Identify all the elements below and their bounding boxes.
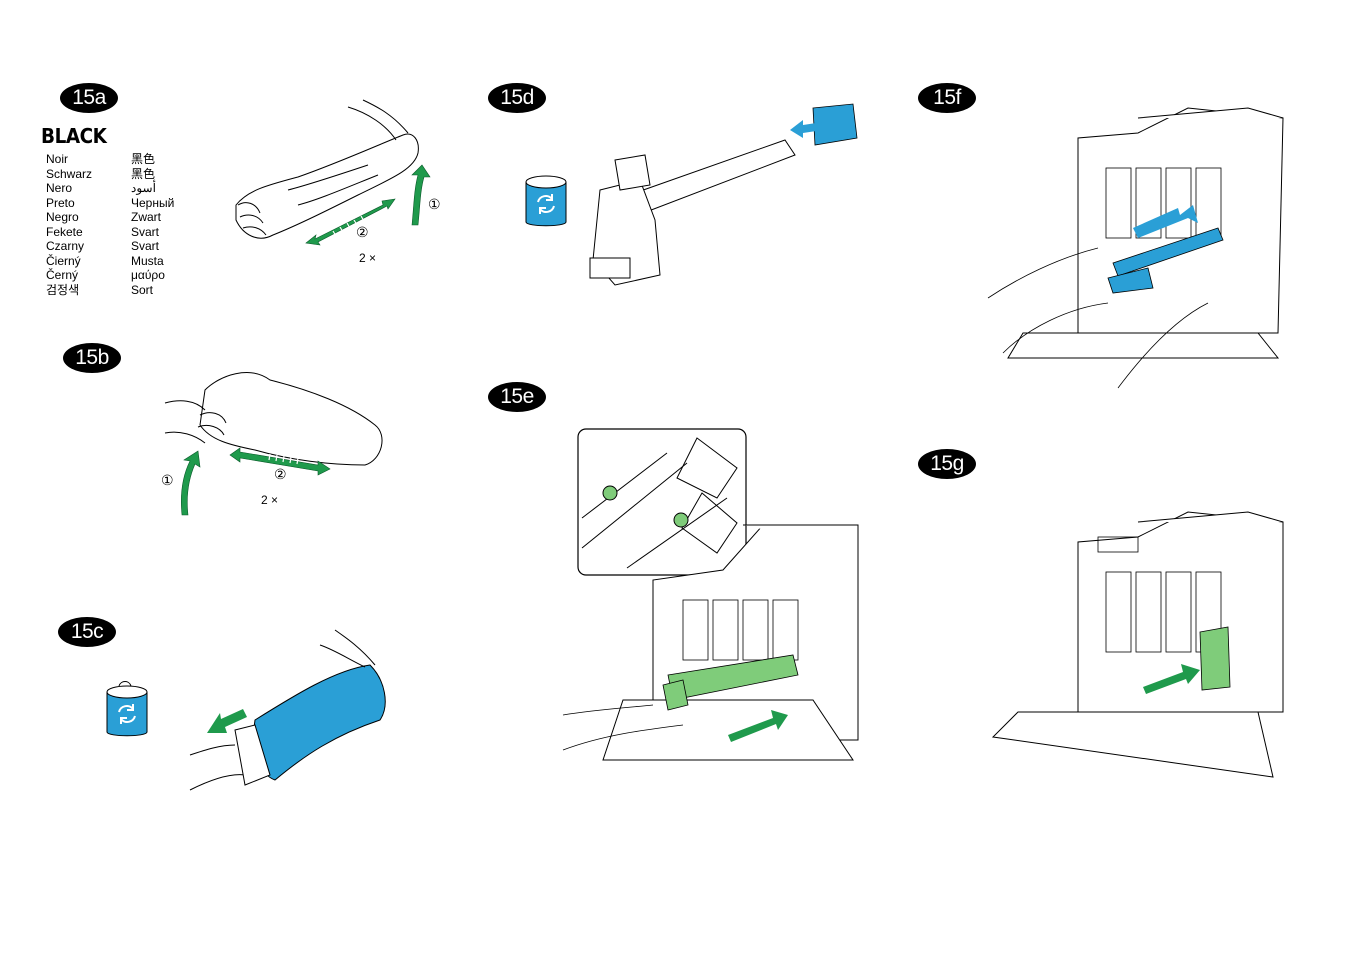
step-badge-15d: 15d <box>488 83 546 113</box>
drum-cartridge-15d <box>589 103 858 286</box>
lang-item: Nero <box>46 181 73 195</box>
lang-item: Musta <box>131 253 164 268</box>
printer-insert-15e <box>562 524 859 761</box>
blue-arrow <box>790 120 823 138</box>
step2-label-15b: ② <box>274 466 287 482</box>
repeat-label-15a: 2 × <box>359 251 377 265</box>
repeat-label-15b: 2 × <box>261 493 279 507</box>
shake-illustration-15a <box>235 99 431 246</box>
lang-item: Schwarz <box>46 166 93 181</box>
printer-install-15g <box>991 511 1284 778</box>
lang-item: Черный <box>131 195 175 210</box>
blue-cap <box>812 103 858 146</box>
green-double-arrow <box>229 447 331 476</box>
lang-item: Noir <box>46 152 69 166</box>
printer-remove-15f <box>987 107 1284 389</box>
lang-item: Čierný <box>46 253 81 268</box>
lang-item: Fekete <box>46 224 83 239</box>
green-up-arrow <box>411 164 431 226</box>
green-double-arrow <box>305 198 396 246</box>
language-list-right: 黑色 黑色 أسود Черный Zwart Svart Svart Must… <box>131 152 174 297</box>
blue-arrow-out <box>1133 205 1198 238</box>
language-list-left: Noir Schwarz Nero Preto Negro Fekete Cza… <box>46 152 92 297</box>
step-badge-15e: 15e <box>488 382 546 412</box>
green-arrow-left <box>207 709 247 733</box>
recycle-bin-icon <box>525 175 567 227</box>
lang-item: Sort <box>131 282 154 297</box>
black-title: BLACK <box>41 124 107 148</box>
step-badge-15c: 15c <box>58 617 116 647</box>
step-badge-15b: 15b <box>63 343 121 373</box>
lang-item: Preto <box>46 195 75 210</box>
shake-illustration-15b <box>164 372 383 516</box>
recycle-bin-icon <box>106 681 148 737</box>
step1-label-15b: ① <box>161 472 174 488</box>
step1-label-15a: ① <box>428 196 441 212</box>
lang-item: Svart <box>131 224 160 239</box>
lang-item: μαύρο <box>131 268 165 282</box>
lang-item: 黑色 <box>131 152 156 166</box>
lang-item: Negro <box>46 210 79 224</box>
green-up-arrow <box>180 450 201 516</box>
green-arrow <box>728 710 788 742</box>
step-badge-15g: 15g <box>918 449 976 479</box>
step-badge-15f: 15f <box>918 83 976 113</box>
lang-item: Černý <box>46 268 79 282</box>
lang-item: أسود <box>131 181 156 195</box>
step-badge-15a: 15a <box>60 83 118 113</box>
lang-item: 黑色 <box>131 166 156 181</box>
lang-item: Svart <box>131 239 160 253</box>
blue-drum <box>1107 227 1224 294</box>
lang-item: Czarny <box>46 239 85 253</box>
lang-item: 검정색 <box>46 282 80 297</box>
green-drum <box>662 654 799 711</box>
lang-item: Zwart <box>131 210 161 224</box>
green-arrow <box>1143 664 1200 694</box>
green-drum <box>1199 626 1231 691</box>
bagging-illustration-15c <box>189 629 386 791</box>
step2-label-15a: ② <box>356 224 369 240</box>
